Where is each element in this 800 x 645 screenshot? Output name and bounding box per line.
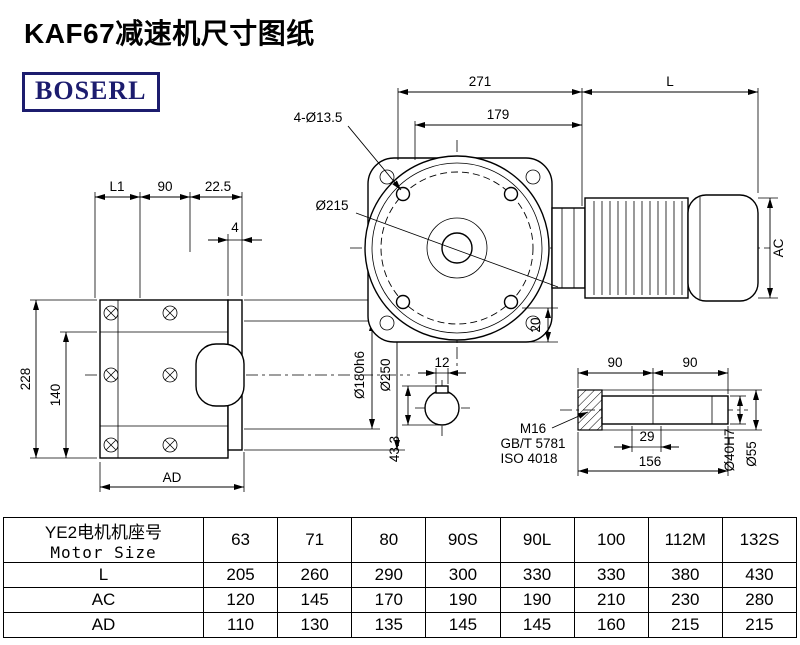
cell-ad-6: 215 bbox=[647, 612, 723, 638]
dim-228: 228 bbox=[18, 368, 33, 391]
brand-logo: BOSERL bbox=[22, 72, 160, 112]
motor-adapter bbox=[551, 207, 586, 289]
dim-140: 140 bbox=[48, 384, 63, 407]
size-90l: 90L bbox=[499, 517, 575, 563]
row-label-ac: AC bbox=[3, 587, 204, 613]
dim-20: 20 bbox=[528, 317, 543, 332]
dimension-table: YE2电机机座号 Motor Size 63 71 80 90S 90L 100… bbox=[3, 517, 798, 638]
table-header-row: YE2电机机座号 Motor Size 63 71 80 90S 90L 100… bbox=[3, 517, 798, 563]
cell-ad-7: 215 bbox=[721, 612, 798, 638]
bolt-bosses bbox=[103, 305, 178, 453]
dim-ad: AD bbox=[163, 470, 182, 485]
cell-ad-4: 145 bbox=[499, 612, 575, 638]
cell-l-4: 330 bbox=[499, 562, 575, 588]
dim-271: 271 bbox=[469, 74, 492, 89]
side-view-dimensions: L1 90 22.5 4 228 140 AD Ø bbox=[18, 179, 405, 492]
size-90s: 90S bbox=[425, 517, 501, 563]
technical-drawing: L1 90 22.5 4 228 140 AD Ø bbox=[18, 74, 786, 492]
cell-ac-0: 120 bbox=[202, 587, 279, 613]
dim-90-right: 90 bbox=[682, 355, 697, 370]
dim-22-5: 22.5 bbox=[205, 179, 231, 194]
fan-cowl bbox=[687, 194, 759, 302]
dim-179: 179 bbox=[487, 107, 510, 122]
header-cn: YE2电机机座号 bbox=[44, 523, 163, 542]
cell-l-1: 260 bbox=[277, 562, 353, 588]
size-63: 63 bbox=[202, 517, 279, 563]
label-m16: M16 bbox=[520, 421, 546, 436]
size-100: 100 bbox=[573, 517, 649, 563]
dim-43-3: 43.3 bbox=[387, 436, 402, 462]
motor-fins bbox=[593, 201, 683, 295]
bore-section-circle bbox=[424, 390, 460, 426]
brand-text: BOSERL bbox=[35, 76, 147, 105]
front-view bbox=[350, 140, 770, 368]
page-title: KAF67减速机尺寸图纸 bbox=[24, 18, 315, 49]
cell-ad-5: 160 bbox=[573, 612, 649, 638]
cell-l-5: 330 bbox=[573, 562, 649, 588]
bolt-circle bbox=[380, 171, 534, 325]
dim-d250: Ø250 bbox=[378, 358, 393, 391]
cell-l-7: 430 bbox=[721, 562, 798, 588]
cell-ad-1: 130 bbox=[277, 612, 353, 638]
cell-ac-5: 210 bbox=[573, 587, 649, 613]
shaft-body bbox=[601, 395, 729, 425]
cell-ac-1: 145 bbox=[277, 587, 353, 613]
row-label-ad: AD bbox=[3, 612, 204, 638]
hub-section-hatched bbox=[577, 389, 603, 431]
dim-d40: Ø40H7 bbox=[722, 429, 737, 472]
size-112m: 112M bbox=[647, 517, 723, 563]
header-en: Motor Size bbox=[50, 543, 157, 562]
keyway-notch bbox=[435, 385, 449, 394]
cell-l-6: 380 bbox=[647, 562, 723, 588]
row-label-l: L bbox=[3, 562, 204, 588]
label-gbt-5781: GB/T 5781 bbox=[500, 436, 565, 451]
size-132s: 132S bbox=[721, 517, 798, 563]
cell-ad-0: 110 bbox=[202, 612, 279, 638]
dim-4: 4 bbox=[231, 220, 239, 235]
cell-ac-3: 190 bbox=[425, 587, 501, 613]
size-71: 71 bbox=[277, 517, 353, 563]
shaft-boss bbox=[195, 343, 245, 407]
dim-90: 90 bbox=[157, 179, 172, 194]
cell-ac-4: 190 bbox=[499, 587, 575, 613]
shaft-detail-dimensions: 90 90 M16 GB/T 5781 ISO 4018 29 156 Ø40H… bbox=[500, 355, 759, 476]
cell-ac-2: 170 bbox=[351, 587, 427, 613]
shaft-detail-view bbox=[560, 389, 762, 431]
table-row-ad: AD 110 130 135 145 145 160 215 215 bbox=[3, 612, 798, 638]
dim-bolt-holes: 4-Ø13.5 bbox=[294, 110, 343, 125]
front-view-dimensions: 271 L 179 4-Ø13.5 Ø215 AC 20 bbox=[294, 74, 786, 343]
header-motor-size: YE2电机机座号 Motor Size bbox=[3, 517, 204, 563]
dim-12: 12 bbox=[434, 355, 449, 370]
cell-l-3: 300 bbox=[425, 562, 501, 588]
motor-assembly bbox=[551, 194, 759, 302]
label-iso-4018: ISO 4018 bbox=[500, 451, 557, 466]
cell-ac-7: 280 bbox=[721, 587, 798, 613]
dim-l: L bbox=[666, 74, 674, 89]
dim-d55: Ø55 bbox=[744, 441, 759, 467]
cell-l-0: 205 bbox=[202, 562, 279, 588]
dim-ac: AC bbox=[771, 238, 786, 257]
motor-body bbox=[584, 197, 689, 299]
table-row-l: L 205 260 290 300 330 330 380 430 bbox=[3, 562, 798, 588]
cell-l-2: 290 bbox=[351, 562, 427, 588]
shaft-bore-circle bbox=[441, 232, 473, 264]
side-view bbox=[85, 299, 410, 459]
table-row-ac: AC 120 145 170 190 190 210 230 280 bbox=[3, 587, 798, 613]
dim-156: 156 bbox=[639, 454, 662, 469]
cell-ad-2: 135 bbox=[351, 612, 427, 638]
dim-90-left: 90 bbox=[607, 355, 622, 370]
dim-29: 29 bbox=[639, 429, 654, 444]
cell-ac-6: 230 bbox=[647, 587, 723, 613]
dim-d180: Ø180h6 bbox=[352, 351, 367, 399]
dim-d215: Ø215 bbox=[315, 198, 348, 213]
keyway-section-view: 12 43.3 bbox=[387, 355, 470, 462]
size-80: 80 bbox=[351, 517, 427, 563]
dim-l1: L1 bbox=[109, 179, 124, 194]
cell-ad-3: 145 bbox=[425, 612, 501, 638]
